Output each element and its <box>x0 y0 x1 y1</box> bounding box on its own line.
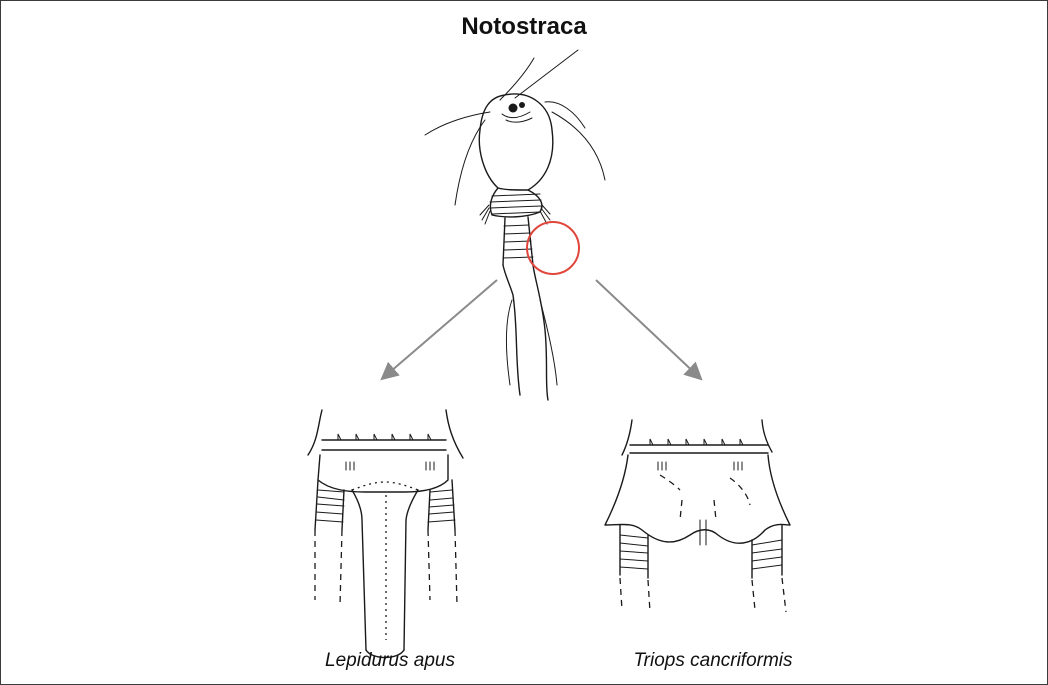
arrow-left <box>383 280 497 378</box>
caption-triops: Triops cancriformis <box>598 650 828 672</box>
lepidurus-tail-drawing <box>308 410 463 658</box>
triops-tail-drawing <box>605 420 790 612</box>
arrow-right <box>596 280 700 378</box>
whole-animal-drawing <box>425 50 605 400</box>
caption-lepidurus: Lepidurus apus <box>290 650 490 672</box>
highlight-circle <box>527 222 579 274</box>
